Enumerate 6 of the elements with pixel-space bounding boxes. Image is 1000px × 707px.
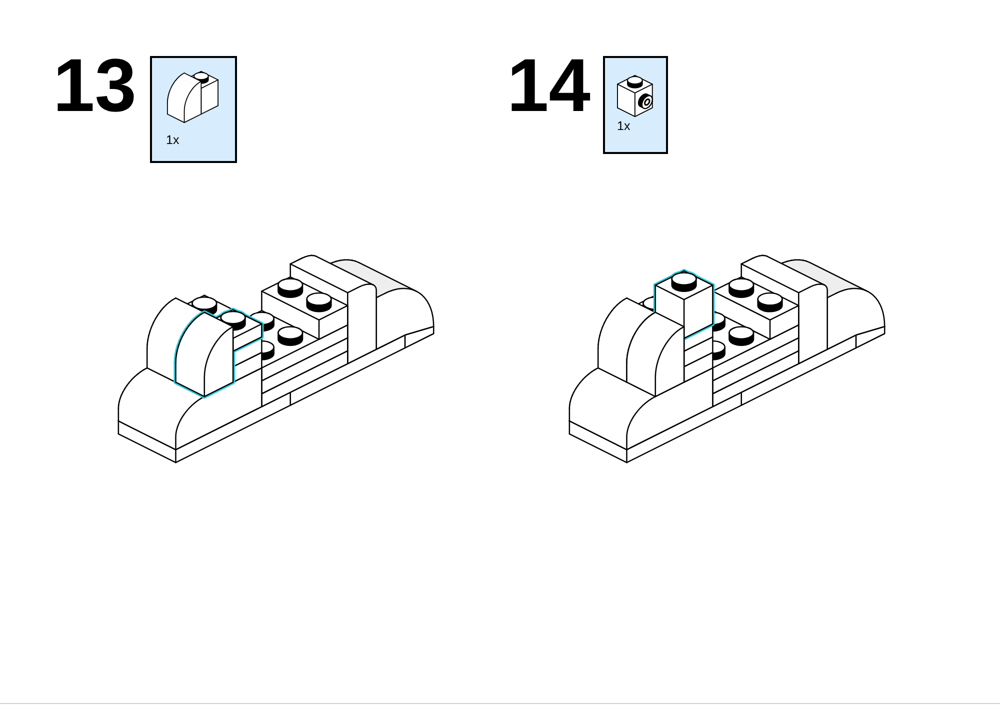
step-number: 13 xyxy=(53,48,136,123)
step-number: 14 xyxy=(507,48,590,123)
part-count: 1x xyxy=(617,120,630,132)
part-count: 1x xyxy=(166,134,180,146)
parts-panel xyxy=(603,56,668,154)
parts-panel xyxy=(150,56,237,163)
